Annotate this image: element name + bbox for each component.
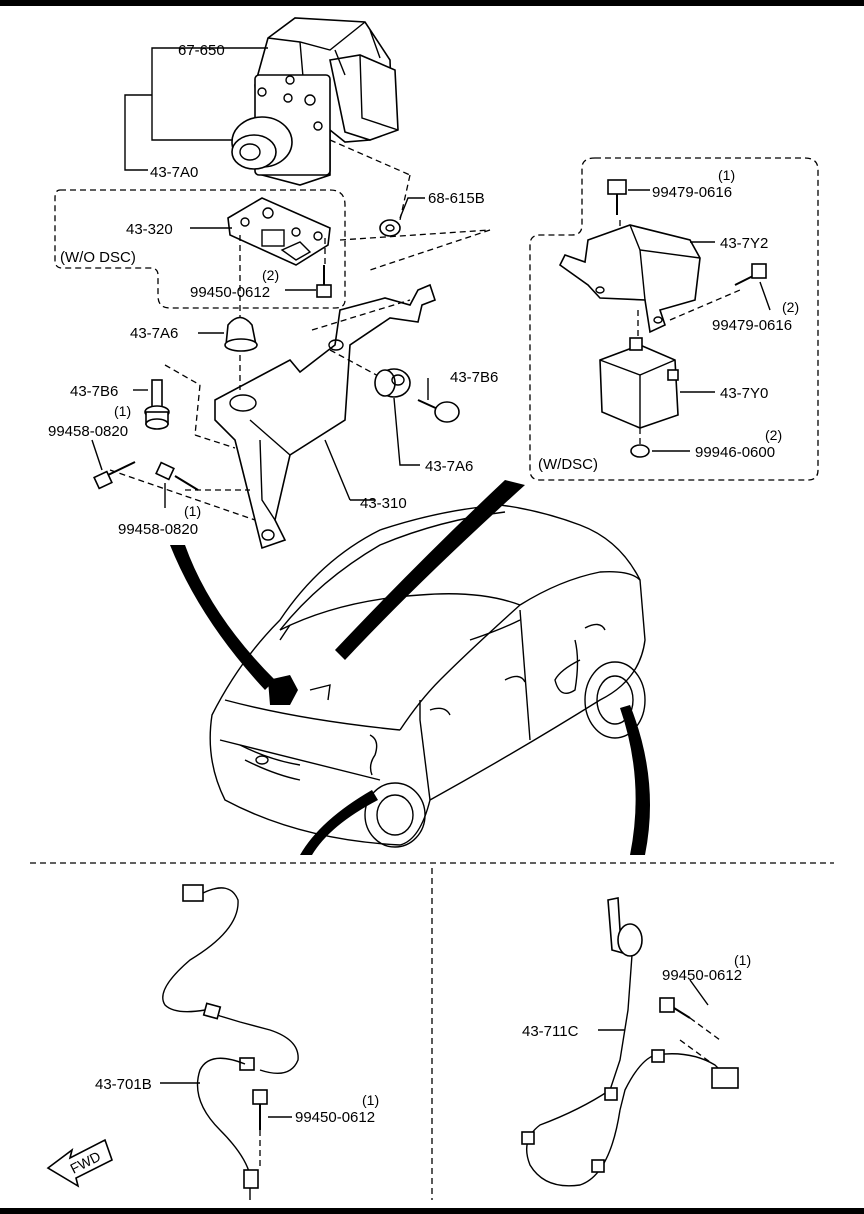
label-43-320: 43-320 <box>126 221 173 238</box>
nut-68-615b-icon <box>379 219 401 237</box>
label-68-615b: 68-615B <box>428 190 485 207</box>
nut-99946-icon <box>630 444 650 458</box>
pointer-front-wheel <box>300 790 378 855</box>
bolt-99450-top-icon <box>316 265 332 298</box>
label-43-7b6-left: 43-7B6 <box>70 383 118 400</box>
label-99479-top: 99479-0616 <box>652 184 732 201</box>
rear-wheel-speed-sensor-icon <box>521 897 739 1187</box>
front-wheel-speed-sensor-icon <box>162 884 299 1200</box>
label-43-310: 43-310 <box>360 495 407 512</box>
label-99458-bottom: 99458-0820 <box>118 521 198 538</box>
bolt-99479-top-icon <box>607 179 627 215</box>
bolt-99479-side-icon <box>734 263 767 286</box>
label-43-7b6-right: 43-7B6 <box>450 369 498 386</box>
label-43-711c: 43-711C <box>522 1023 579 1040</box>
qty-front-bolt: (1) <box>362 1092 379 1108</box>
insulator-43-7a6-right-icon <box>374 368 411 398</box>
fwd-arrow-icon <box>46 1138 113 1188</box>
sensor-43-7y0-icon <box>599 337 679 429</box>
bracket-43-7y2-icon <box>558 224 701 334</box>
qty-99458-left: (1) <box>114 403 131 419</box>
pointer-abs <box>335 480 525 660</box>
label-43-7y2: 43-7Y2 <box>720 235 768 252</box>
label-43-701b: 43-701B <box>95 1076 152 1093</box>
label-99946: 99946-0600 <box>695 444 775 461</box>
label-43-7y0: 43-7Y0 <box>720 385 768 402</box>
leader-67-650 <box>151 47 268 141</box>
insulator-43-7a6-top-icon <box>224 316 258 352</box>
bracket-43-320-icon <box>227 197 331 266</box>
qty-rear-bolt: (1) <box>734 952 751 968</box>
bolt-99458-left-icon <box>93 461 136 490</box>
abs-hydraulic-unit-icon <box>231 17 399 186</box>
collar-43-7b6-right-icon <box>417 399 460 423</box>
bracket-43-310-icon <box>214 283 437 550</box>
collar-43-7b6-left-icon <box>144 379 170 430</box>
label-43-7a0: 43-7A0 <box>150 164 198 181</box>
label-99458-left: 99458-0820 <box>48 423 128 440</box>
label-wo-dsc: (W/O DSC) <box>60 249 136 266</box>
label-rear-bolt: 99450-0612 <box>662 967 742 984</box>
bottom-border <box>0 1208 864 1214</box>
label-99450-top: 99450-0612 <box>190 284 270 301</box>
leader-43-7a0 <box>124 94 152 171</box>
label-99479-side: 99479-0616 <box>712 317 792 334</box>
pointer-rear-wheel <box>620 705 650 855</box>
qty-99458-bottom: (1) <box>184 503 201 519</box>
pointer-front-left <box>170 545 275 690</box>
leader-43-7a6-right <box>393 397 420 466</box>
top-border <box>0 0 864 6</box>
w-dsc-box <box>529 157 819 481</box>
wo-dsc-box <box>54 189 346 309</box>
qty-99479-side: (2) <box>782 299 799 315</box>
label-w-dsc: (W/DSC) <box>538 456 598 473</box>
qty-99479-top: (1) <box>718 167 735 183</box>
label-43-7a6-right: 43-7A6 <box>425 458 473 475</box>
label-43-7a6-top: 43-7A6 <box>130 325 178 342</box>
qty-99450-top: (2) <box>262 267 279 283</box>
leader-68-615b <box>399 197 425 219</box>
qty-99946: (2) <box>765 427 782 443</box>
label-front-bolt: 99450-0612 <box>295 1109 375 1126</box>
bolt-99458-bottom-icon <box>155 461 199 491</box>
bolt-rear-sensor-icon <box>659 997 691 1019</box>
bolt-front-sensor-icon <box>252 1089 268 1130</box>
label-67-650: 67-650 <box>178 42 225 59</box>
